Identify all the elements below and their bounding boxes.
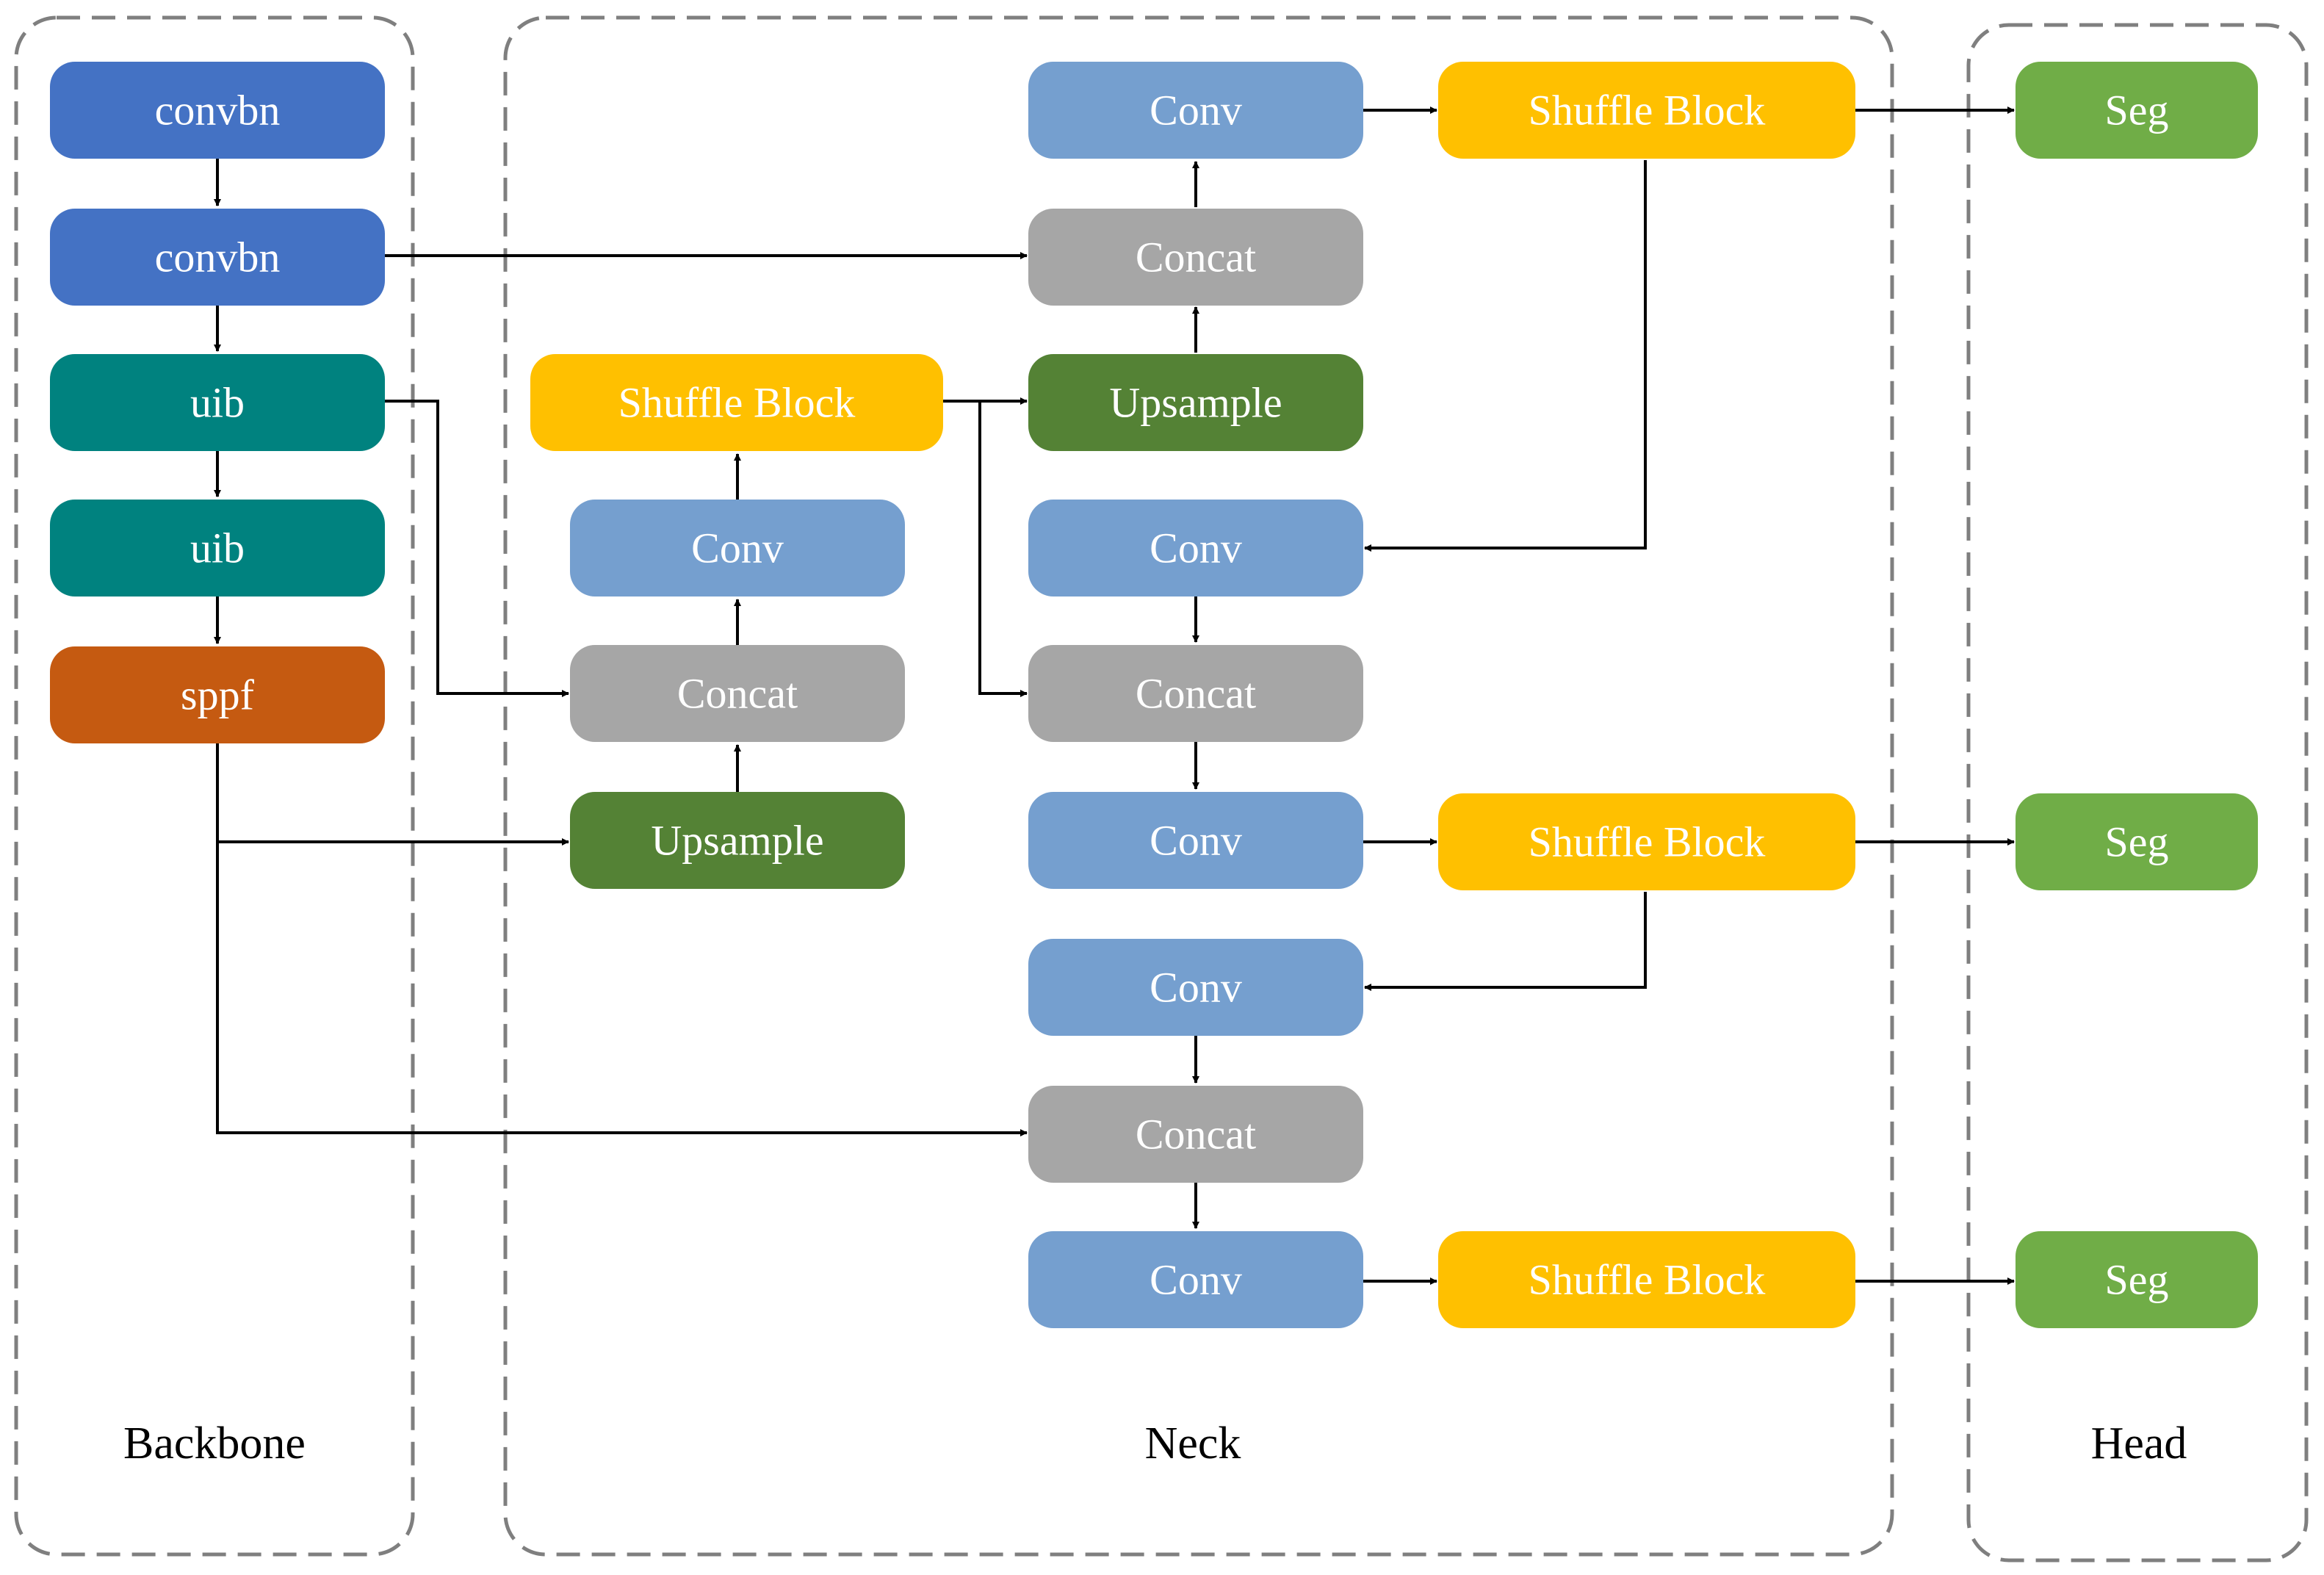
node-shuffle-2: Shuffle Block [1438, 793, 1855, 890]
node-convbn-2: convbn [50, 209, 385, 306]
node-label: Conv [1150, 1256, 1242, 1304]
node-label: Shuffle Block [1529, 818, 1766, 866]
node-conv-5: Conv [1028, 1231, 1363, 1328]
neck-group [503, 15, 1894, 1557]
node-shuffle-1: Shuffle Block [1438, 62, 1855, 159]
node-label: Shuffle Block [618, 379, 856, 427]
edges [214, 107, 2015, 1285]
node-label: Seg [2105, 1256, 2169, 1304]
node-label: Conv [1150, 964, 1242, 1012]
node-label: Conv [1150, 87, 1242, 134]
node-seg-3: Seg [2016, 1231, 2258, 1328]
node-label: uib [190, 525, 245, 572]
node-conv-3: Conv [1028, 792, 1363, 889]
node-label: Upsample [1109, 379, 1282, 427]
node-label: sppf [181, 671, 255, 719]
edge-sppf-concat3 [216, 842, 1028, 1136]
node-upsample-mid: Upsample [570, 792, 905, 889]
edge-midshuffle-concat2 [978, 401, 1028, 697]
node-sppf: sppf [50, 646, 385, 743]
node-concat-3: Concat [1028, 1086, 1363, 1183]
node-shuffle-3: Shuffle Block [1438, 1231, 1855, 1328]
node-conv-mid: Conv [570, 500, 905, 597]
node-label: Concat [1136, 1111, 1256, 1158]
node-label: Shuffle Block [1529, 1256, 1766, 1304]
edge-shuffle1-conv2 [1364, 160, 1647, 552]
node-label: Conv [1150, 817, 1242, 865]
edge-shuffle2-conv4 [1364, 892, 1647, 991]
node-label: Conv [691, 525, 784, 572]
node-concat-1: Concat [1028, 209, 1363, 306]
node-label: convbn [155, 234, 281, 281]
neck-label: Neck [1145, 1419, 1241, 1468]
edge-sppf-upsample [216, 743, 569, 846]
node-label: Seg [2105, 818, 2169, 866]
node-concat-2: Concat [1028, 645, 1363, 742]
node-seg-2: Seg [2016, 793, 2258, 890]
backbone-group [14, 15, 415, 1557]
backbone-label: Backbone [123, 1419, 306, 1468]
node-convbn-1: convbn [50, 62, 385, 159]
node-concat-mid: Concat [570, 645, 905, 742]
node-conv-4: Conv [1028, 939, 1363, 1036]
node-label: Shuffle Block [1529, 87, 1766, 134]
node-label: Concat [1136, 234, 1256, 281]
node-label: Concat [1136, 670, 1256, 718]
node-label: convbn [155, 87, 281, 134]
node-label: uib [190, 379, 245, 427]
node-label: Upsample [651, 817, 823, 865]
node-uib-1: uib [50, 354, 385, 451]
head-group [1966, 23, 2309, 1563]
head-label: Head [2091, 1419, 2187, 1468]
node-seg-1: Seg [2016, 62, 2258, 159]
edge-uib1-midconcat [385, 400, 569, 697]
node-label: Seg [2105, 87, 2169, 134]
node-label: Concat [677, 670, 798, 718]
node-label: Conv [1150, 525, 1242, 572]
node-shuffle-mid: Shuffle Block [530, 354, 943, 451]
node-conv-2: Conv [1028, 500, 1363, 597]
node-upsample-center: Upsample [1028, 354, 1363, 451]
node-conv-top: Conv [1028, 62, 1363, 159]
node-uib-2: uib [50, 500, 385, 597]
